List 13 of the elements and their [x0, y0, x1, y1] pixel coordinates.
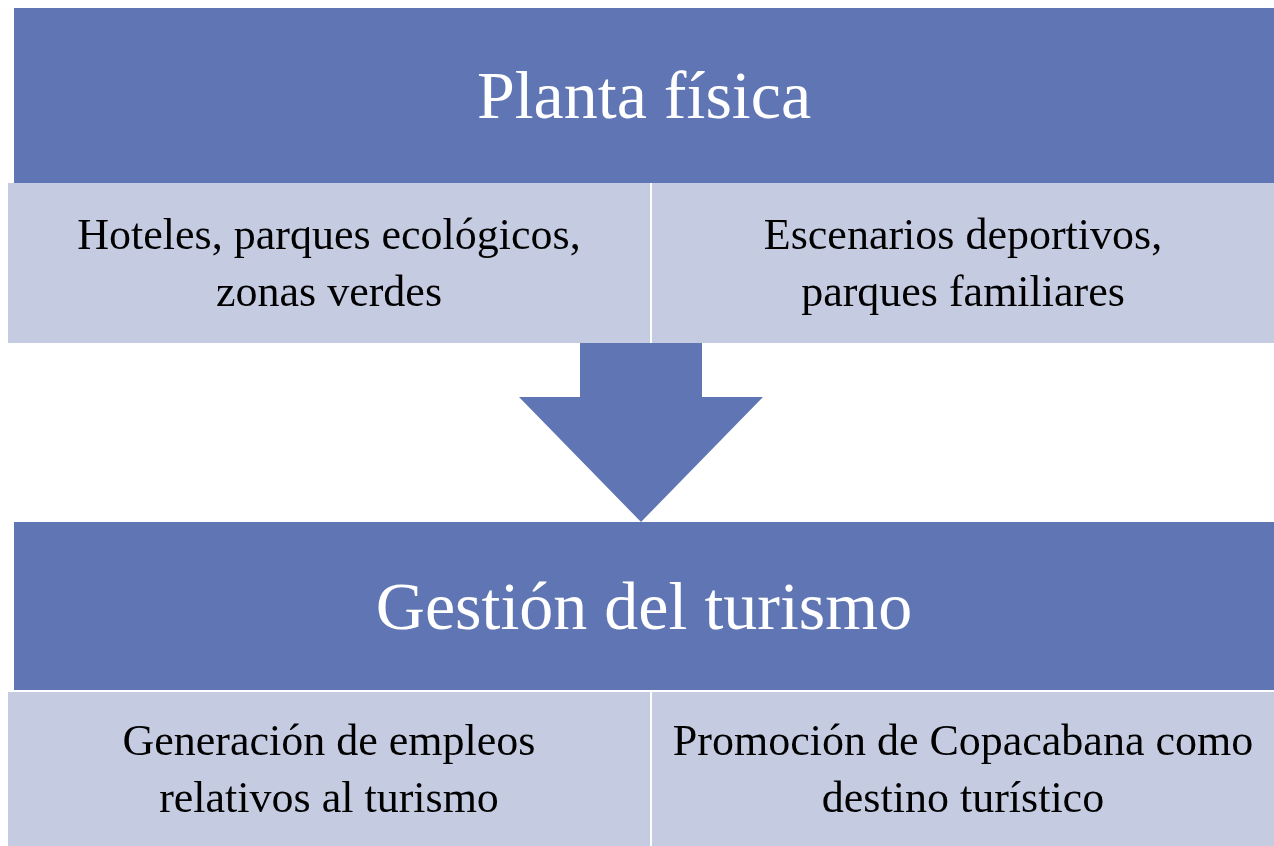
label-text: Escenarios deportivos, parques familiares [762, 208, 1164, 318]
label-text: Planta física [476, 56, 812, 135]
header-bar [14, 522, 1274, 690]
label-text: Promoción de Copacabana como destino turístico [671, 714, 1255, 824]
item-box [8, 183, 650, 343]
label-text: Hoteles, parques ecológicos, zonas verdes [76, 208, 582, 318]
item-box [652, 183, 1274, 343]
item-box [8, 692, 650, 846]
item-box [652, 692, 1274, 846]
label-text: Gestión del turismo [375, 566, 913, 646]
header-bar [14, 8, 1274, 183]
label-text: Generación de empleos relativos al turismo [121, 714, 537, 824]
block-arrow [519, 343, 763, 522]
